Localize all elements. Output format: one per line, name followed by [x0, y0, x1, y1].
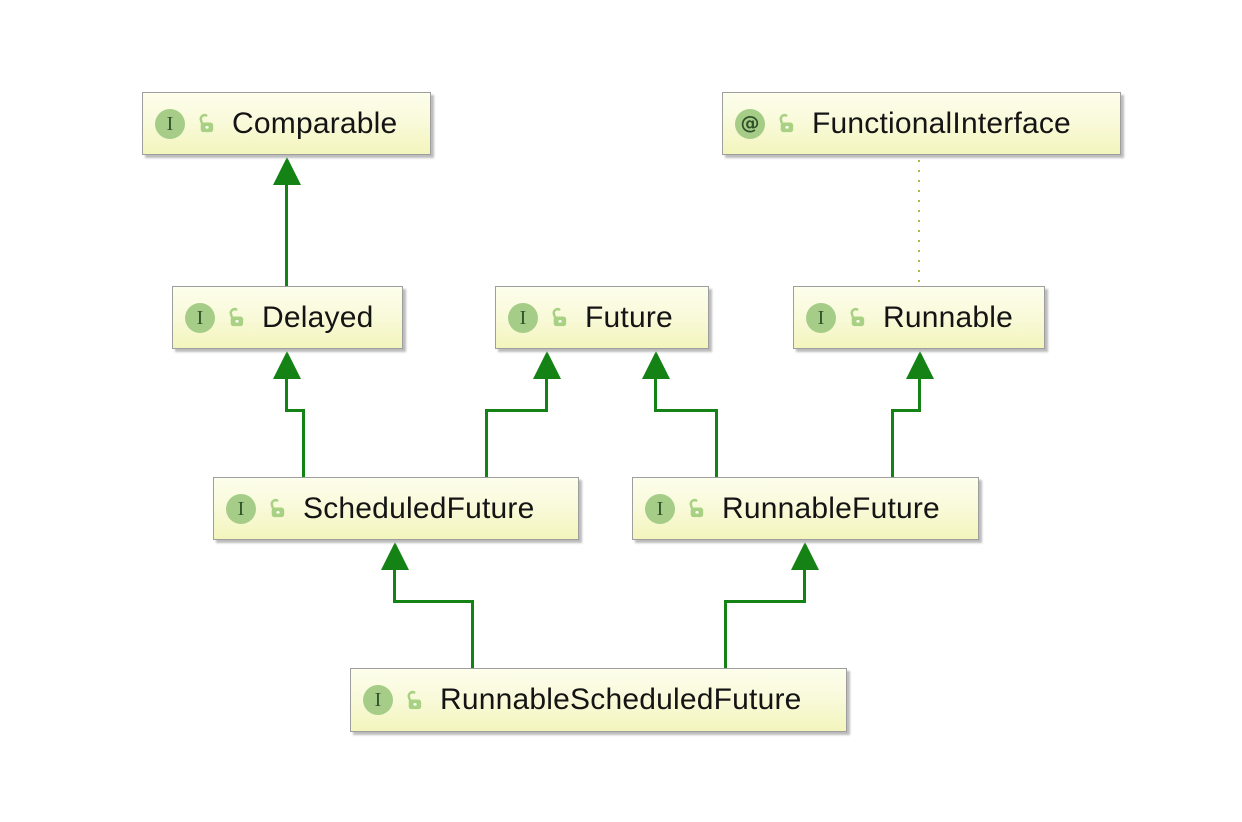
unlocked-icon [229, 307, 244, 327]
unlocked-icon [689, 498, 704, 518]
arrowhead [791, 542, 819, 570]
node-functional-interface[interactable]: @ FunctionalInterface [722, 92, 1121, 155]
edge-segment [803, 568, 806, 603]
node-label: RunnableFuture [722, 491, 940, 525]
arrowhead [906, 351, 934, 379]
unlocked-icon [552, 307, 567, 327]
node-scheduled-future[interactable]: I ScheduledFuture [213, 477, 579, 540]
interface-icon: I [645, 493, 675, 524]
node-runnable-future[interactable]: I RunnableFuture [632, 477, 979, 540]
edge-segment [285, 183, 288, 286]
node-label: Runnable [883, 300, 1014, 334]
dotted-edge-segment [918, 160, 920, 286]
edge-segment [724, 600, 806, 603]
node-delayed[interactable]: I Delayed [172, 286, 403, 349]
edge-segment [285, 409, 305, 412]
edge-segment [715, 409, 718, 477]
unlocked-icon [199, 113, 214, 133]
edge-segment [485, 409, 488, 477]
unlocked-icon [407, 690, 422, 709]
edge-segment [654, 409, 718, 412]
interface-icon: I [155, 108, 185, 139]
edge-segment [302, 409, 305, 477]
node-label: Delayed [262, 300, 374, 334]
node-label: RunnableScheduledFuture [440, 683, 802, 716]
arrowhead [273, 157, 301, 185]
interface-icon: I [226, 493, 256, 524]
unlocked-icon [850, 307, 865, 327]
node-runnable[interactable]: I Runnable [793, 286, 1045, 349]
edge-segment [471, 600, 474, 668]
arrowhead [642, 351, 670, 379]
edge-segment [285, 377, 288, 412]
node-label: Comparable [232, 106, 398, 140]
interface-icon: I [508, 302, 538, 333]
node-label: Future [585, 300, 673, 334]
edge-segment [891, 409, 921, 412]
arrowhead [273, 351, 301, 379]
edge-segment [545, 377, 548, 412]
edge-segment [393, 568, 396, 603]
node-comparable[interactable]: I Comparable [142, 92, 431, 155]
edge-segment [724, 600, 727, 668]
edge-segment [654, 377, 657, 412]
arrowhead [533, 351, 561, 379]
interface-icon: I [363, 685, 393, 715]
unlocked-icon [270, 498, 285, 518]
interface-icon: I [185, 302, 215, 333]
interface-icon: I [806, 302, 836, 333]
edge-segment [393, 600, 474, 603]
annotation-icon: @ [735, 108, 765, 139]
node-future[interactable]: I Future [495, 286, 709, 349]
node-label: FunctionalInterface [812, 106, 1071, 140]
unlocked-icon [779, 113, 794, 133]
node-label: ScheduledFuture [303, 491, 535, 525]
edge-segment [485, 409, 548, 412]
edge-segment [891, 409, 894, 477]
node-runnable-scheduled-future[interactable]: I RunnableScheduledFuture [350, 668, 847, 732]
arrowhead [381, 542, 409, 570]
edge-segment [918, 377, 921, 412]
